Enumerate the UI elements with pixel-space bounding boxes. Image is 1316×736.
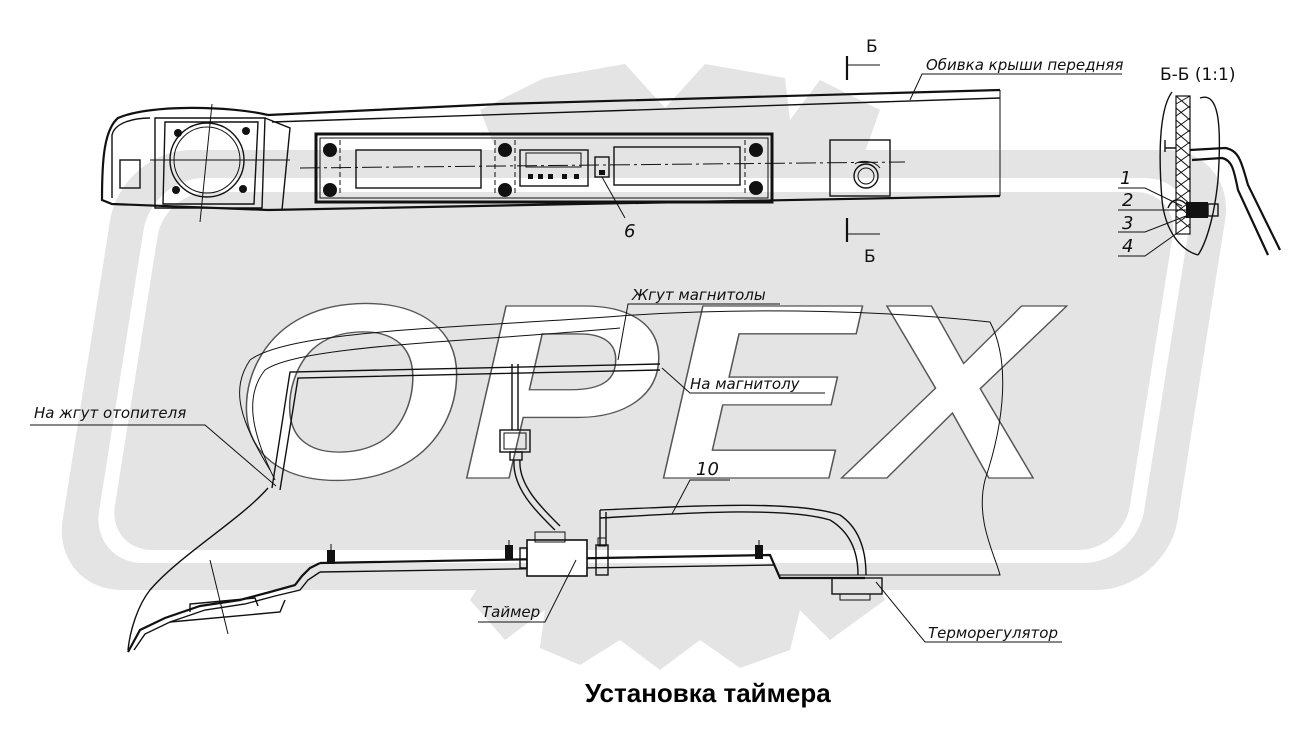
- item-number-10: 10: [696, 459, 719, 480]
- item-number-2: 2: [1122, 190, 1133, 211]
- label-roof-trim: Обивка крыши передняя: [926, 56, 1123, 74]
- lamp-screws: [172, 127, 250, 194]
- section-view-title: Б-Б (1:1): [1160, 65, 1236, 85]
- label-thermoregulator: Терморегулятор: [928, 624, 1058, 642]
- drawing-title: Установка таймера: [585, 678, 831, 708]
- item-number-3: 3: [1122, 213, 1133, 234]
- section-mark-bottom: Б: [864, 247, 876, 267]
- label-radio-harness: Жгут магнитолы: [631, 286, 766, 304]
- label-to-radio: На магнитолу: [690, 375, 801, 393]
- wiring-side-view: 10 Жгут магнитолы На магнитолу На жгут о…: [30, 286, 1062, 653]
- watermark-logo: OPEX: [61, 64, 1227, 670]
- roof-trim-top-view: Б Б 6 Обивка крыши передняя: [100, 37, 1123, 267]
- section-mark-top: Б: [866, 37, 878, 57]
- label-timer: Таймер: [482, 603, 540, 621]
- item-number-6: 6: [624, 221, 635, 242]
- section-view-bb: Б-Б (1:1) 1 2 3 4: [1118, 65, 1281, 257]
- frame-bolts: [323, 143, 763, 197]
- watermark-text: OPEX: [232, 252, 1068, 531]
- item-number-1: 1: [1120, 168, 1131, 189]
- watermark-gear-top: [480, 64, 880, 160]
- label-heater-harness: На жгут отопителя: [34, 404, 186, 422]
- rail-bolts: [327, 545, 763, 564]
- item-number-4: 4: [1122, 236, 1133, 257]
